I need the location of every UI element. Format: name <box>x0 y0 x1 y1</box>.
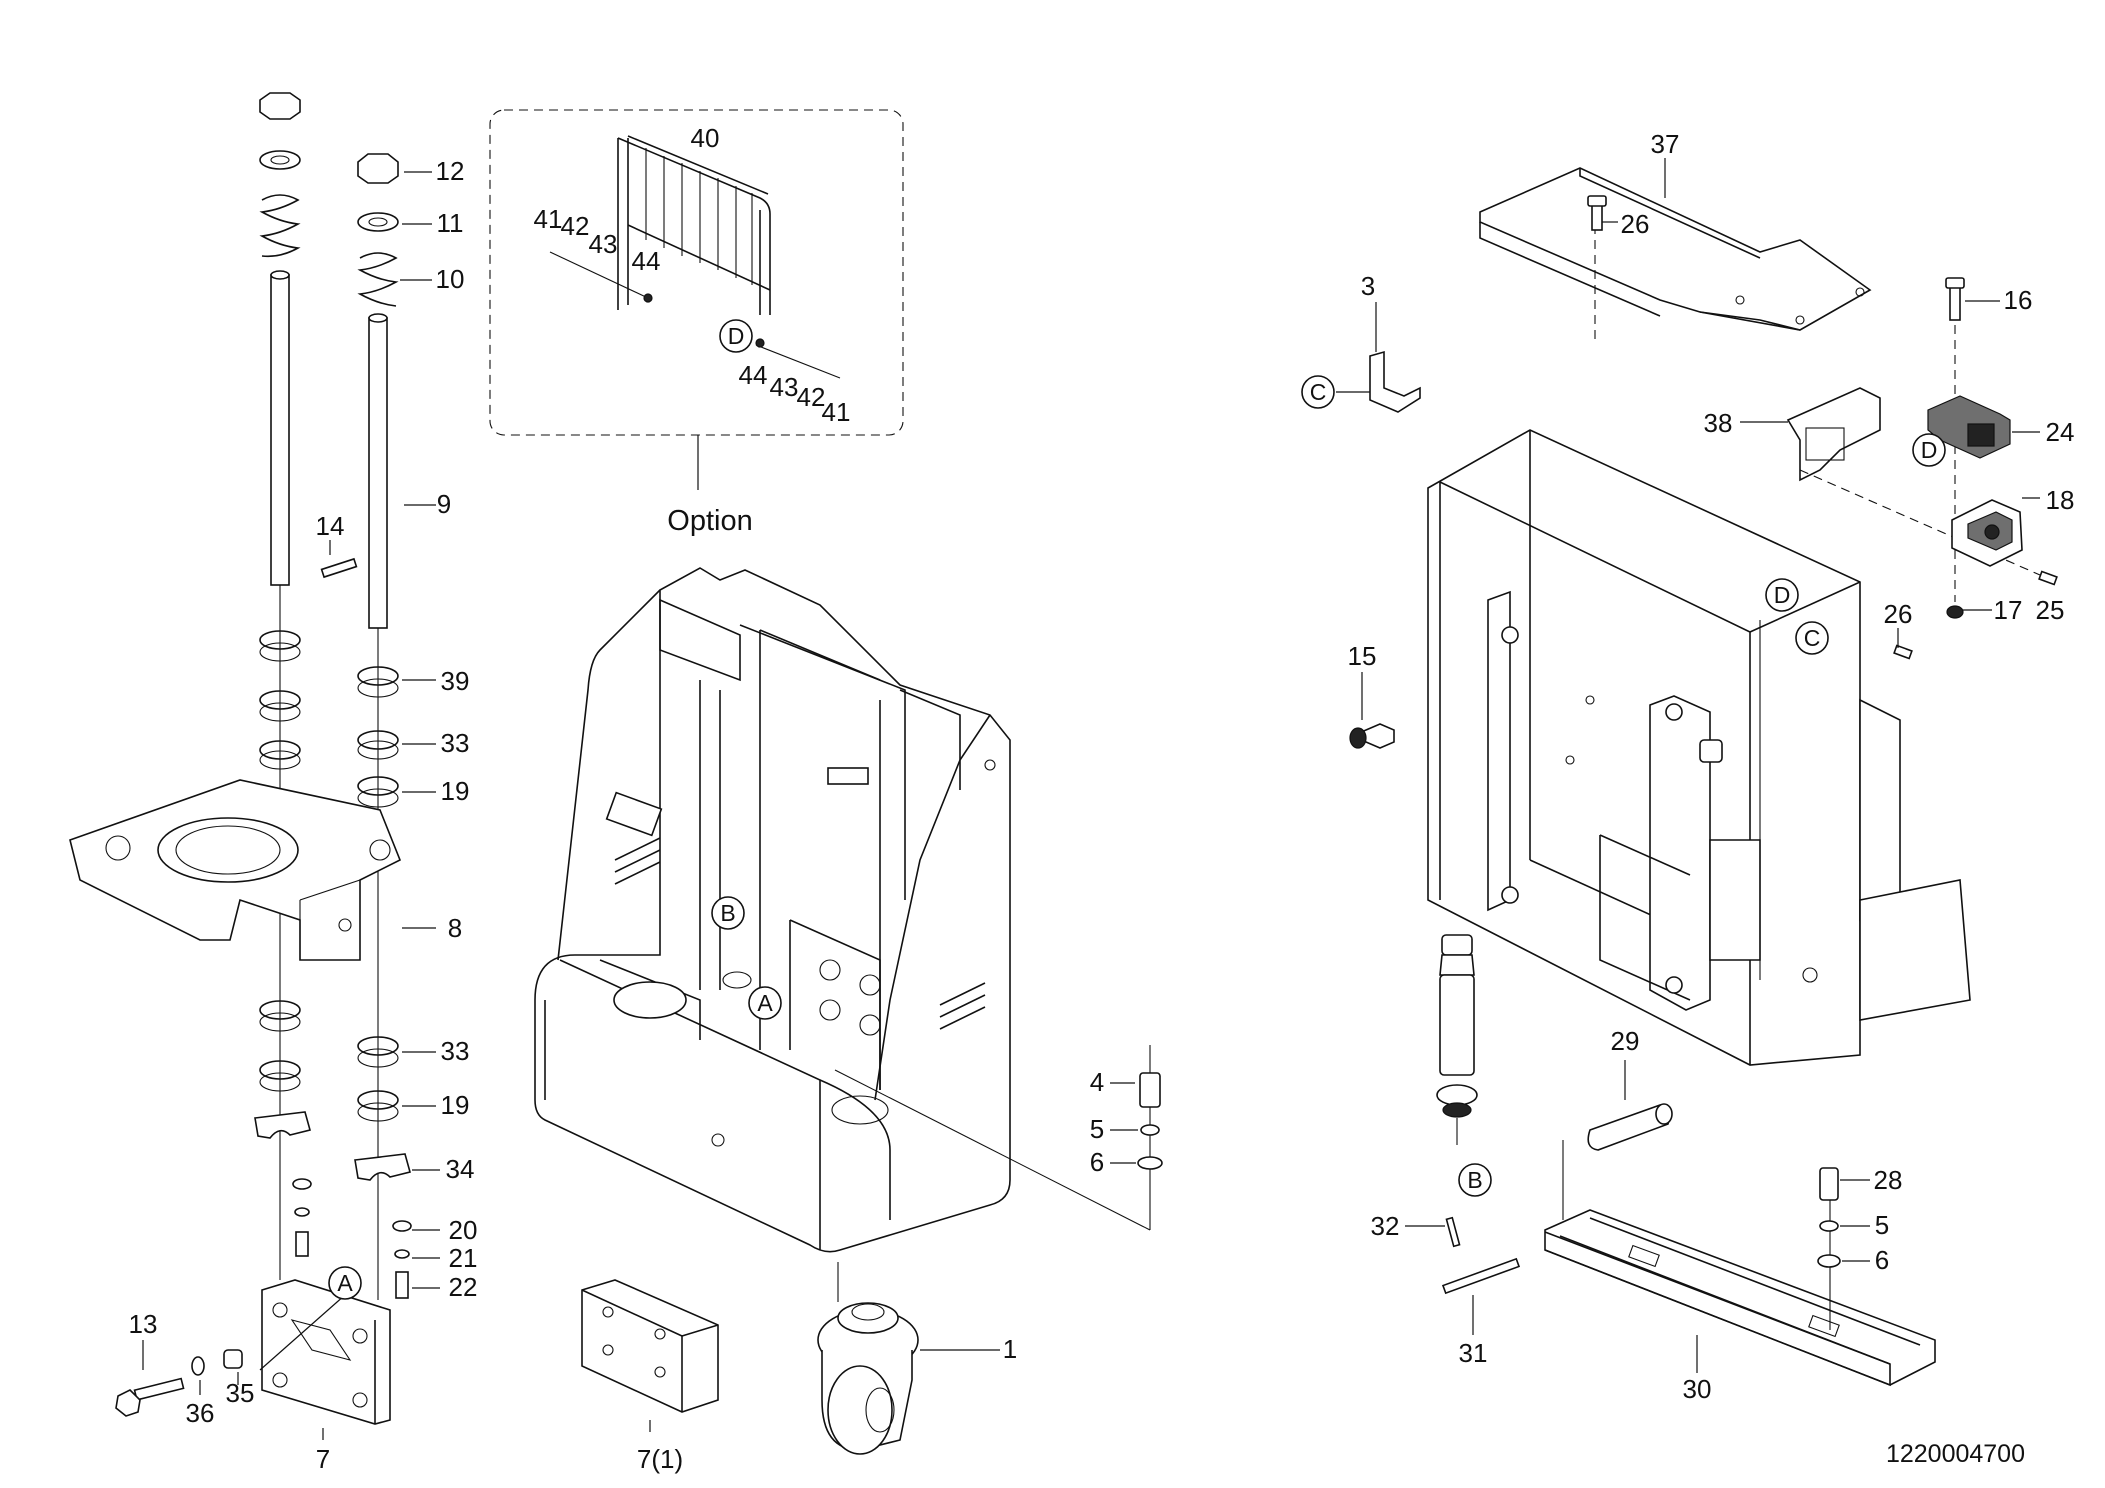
part-label: 6 <box>1090 1147 1104 1177</box>
steering-bracket-8 <box>69 779 402 961</box>
document-number: 1220004700 <box>1886 1440 2025 1468</box>
part-label: 19 <box>441 776 470 806</box>
part-label: 5 <box>1875 1210 1889 1240</box>
part-label: 30 <box>1683 1374 1712 1404</box>
part-label: 32 <box>1371 1211 1400 1241</box>
bolt-15 <box>1349 672 1395 749</box>
part-label: 6 <box>1875 1245 1889 1275</box>
bracket-3 <box>1336 302 1421 413</box>
pin-14 <box>320 557 358 579</box>
cover-plate-37 <box>1479 158 1872 331</box>
part-label: 19 <box>441 1090 470 1120</box>
reference-letters: A A B B C C D D D <box>328 319 1946 1300</box>
part-label: 37 <box>1651 129 1680 159</box>
part-label: 31 <box>1459 1338 1488 1368</box>
part-label: 40 <box>691 123 720 153</box>
part-label: 26 <box>1884 599 1913 629</box>
part-label: 18 <box>2046 485 2075 515</box>
guard-rail-40 <box>549 135 841 379</box>
steering-column-left-shaft <box>259 92 301 1280</box>
part-label: 10 <box>436 264 465 294</box>
leaders-left <box>142 171 440 1440</box>
part-label: 41 <box>534 204 563 234</box>
part-label: 9 <box>437 489 451 519</box>
part-label: 4 <box>1090 1067 1104 1097</box>
part-label: 29 <box>1611 1026 1640 1056</box>
part-label: 33 <box>441 1036 470 1066</box>
half-washers-34 <box>254 1111 411 1181</box>
fasteners-4-5-6 <box>1110 1072 1163 1170</box>
part-label: 8 <box>448 913 462 943</box>
main-frame <box>534 567 1151 1253</box>
caster-wheel-1 <box>817 1262 919 1455</box>
option-box <box>489 109 904 436</box>
part-label: 35 <box>226 1378 255 1408</box>
part-label: 22 <box>449 1272 478 1302</box>
part-label: 28 <box>1874 1165 1903 1195</box>
part-label: 36 <box>186 1398 215 1428</box>
part-label: 33 <box>441 728 470 758</box>
hydraulic-cylinder <box>1436 934 1478 1145</box>
reference-letter: D <box>728 323 745 349</box>
reference-letter: D <box>1774 582 1791 608</box>
part-label: 13 <box>129 1309 158 1339</box>
part-label: 43 <box>770 372 799 402</box>
reference-letter: C <box>1804 625 1821 651</box>
pin-31-32 <box>1405 1216 1521 1335</box>
part-label: 26 <box>1621 209 1650 239</box>
part-label: 24 <box>2046 417 2075 447</box>
part-label: 38 <box>1704 408 1733 438</box>
plug-24 <box>1927 395 2011 459</box>
part-label: 44 <box>632 246 661 276</box>
small-fasteners-20-21-22 <box>292 1178 412 1299</box>
steering-column-right-shaft <box>357 153 399 1300</box>
part-label: 25 <box>2036 595 2065 625</box>
part-label: 42 <box>561 211 590 241</box>
reference-letter: B <box>1467 1167 1482 1193</box>
roller-29 <box>1562 1060 1673 1220</box>
reference-letter: A <box>337 1270 353 1296</box>
part-label: 3 <box>1361 271 1375 301</box>
mounting-block-7 <box>261 1279 391 1425</box>
reference-letter: B <box>720 900 735 926</box>
bolts-16-17-25-26 <box>1587 195 2058 660</box>
part-label: 44 <box>739 360 768 390</box>
part-label: 14 <box>316 511 345 541</box>
part-label: 16 <box>2004 285 2033 315</box>
part-label: 17 <box>1994 595 2023 625</box>
option-caption: Option <box>667 505 752 537</box>
part-label: 7(1) <box>637 1444 683 1474</box>
part-label: 12 <box>436 156 465 186</box>
part-label: 1 <box>1003 1334 1017 1364</box>
part-label: 11 <box>437 208 464 238</box>
reference-letter: C <box>1310 379 1327 405</box>
fasteners-28-5-6 <box>1817 1167 1870 1268</box>
part-label: 42 <box>797 382 826 412</box>
part-label: 39 <box>441 666 470 696</box>
part-label: 34 <box>446 1154 475 1184</box>
reference-letter: A <box>757 990 773 1016</box>
part-label: 20 <box>449 1215 478 1245</box>
part-label: 7 <box>316 1444 330 1474</box>
block-7-1 <box>581 1279 719 1413</box>
reference-letter: D <box>1921 437 1938 463</box>
part-label: 15 <box>1348 641 1377 671</box>
bolt-13-washers-35-36 <box>115 1349 243 1417</box>
base-tray-30 <box>1544 1200 1936 1387</box>
part-labels: 1 3 4 5 5 6 6 7 7(1) 8 9 10 11 12 13 14 … <box>129 123 2075 1474</box>
part-label: 43 <box>589 229 618 259</box>
part-label: 41 <box>822 397 851 427</box>
socket-18 <box>1951 499 2023 567</box>
bracket-38 <box>1740 387 1881 482</box>
side-frame <box>1427 429 1971 1066</box>
part-label: 5 <box>1090 1114 1104 1144</box>
part-label: 21 <box>449 1243 478 1273</box>
